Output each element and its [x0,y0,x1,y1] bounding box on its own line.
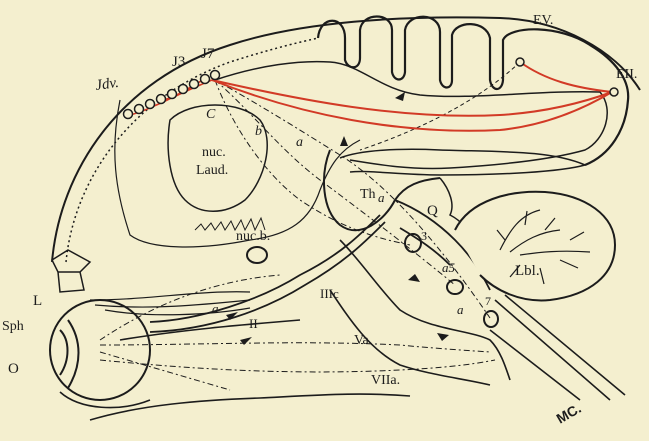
arrow [408,274,420,282]
arrow [437,333,449,341]
nucleus-5 [447,280,463,294]
medulla-cord [490,295,625,400]
red-pathway-middle [212,80,612,131]
cerebellum [455,192,615,301]
red-pathway-ev [520,62,612,92]
label-jdv: Jdv. [94,75,119,94]
eye-lens [60,320,79,388]
corpus-callosum [340,149,585,175]
label-l: L [33,293,42,309]
label-c: C [206,107,216,122]
label-j3: J3 [172,54,185,70]
label-a5: a5 [442,260,456,275]
label-a-top: a [296,135,303,150]
label-nuc-b: nuc.b. [236,229,270,244]
nucleus-7 [484,311,498,327]
label-b: b [255,124,262,139]
label-va: Va. [354,333,372,348]
center-circle [179,85,188,94]
label-th: Th [360,187,376,202]
center-circle [157,95,166,104]
label-viia: VIIa. [371,373,400,388]
red-pathway-upper [212,80,612,116]
label-ev: EV. [533,13,553,28]
skull-inner-line [66,38,318,262]
eye-muscles [90,292,250,315]
orbit-bone [52,250,90,292]
pathway-eye-2 [100,360,495,372]
pathway-eye-1 [100,343,490,352]
label-a-th: a [378,190,385,205]
label-laud: Laud. [196,163,228,178]
pathway-eye-3 [100,275,280,390]
arrow [240,337,252,345]
ventricle-outline [115,100,360,247]
eii-center [610,88,618,96]
center-circle [168,90,177,99]
label-iiic: IIIc [320,286,339,301]
label-j7: J7 [201,46,215,62]
label-3: 3 [421,229,427,243]
center-circle [146,100,155,109]
label-lbl: Lbl. [515,263,540,279]
label-q: Q [427,203,438,219]
center-circle [211,71,220,80]
label-a-mid: a [457,302,464,317]
label-a-optic: a [212,301,219,316]
nucleus-b-oval [247,247,267,263]
arrow [395,92,405,101]
label-ii: II [249,316,258,331]
center-circle [135,105,144,114]
ev-center [516,58,524,66]
label-mc: MC. [554,400,584,427]
center-circle [201,75,210,84]
label-sph: Sph [2,319,24,334]
label-7: 7 [485,294,491,308]
arrow [340,136,348,146]
eyeball [50,300,150,400]
pathway-c [215,80,410,245]
label-o: O [8,361,19,377]
center-circle [124,110,133,119]
center-circle [190,80,199,89]
label-eii: EII. [616,67,637,82]
label-nuc: nuc. [202,145,226,160]
